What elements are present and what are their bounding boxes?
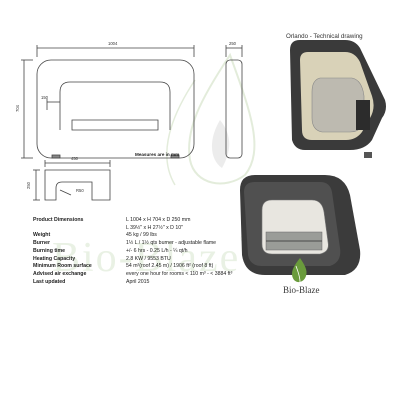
dim-height-label: 704	[15, 105, 20, 112]
last-updated: Last updated April 2015	[33, 279, 150, 285]
leaf-watermark-icon	[166, 52, 256, 186]
dim-depth-label: 250	[229, 41, 236, 46]
dim-inner-label: 150	[41, 95, 48, 100]
drawing-title: Orlando - Technical drawing	[286, 33, 363, 40]
brand-watermark: Bio-Blaze®	[52, 234, 248, 281]
spec-row: L 39½" x H 27½" x D 10"	[126, 224, 183, 231]
dim-radius-label: R50	[76, 188, 84, 193]
brand-leaf-logo	[292, 258, 307, 283]
side-elevation	[225, 45, 243, 159]
dim-base-height-label: 250	[26, 182, 31, 189]
dim-base-width-label: 450	[71, 156, 78, 161]
base-profile	[33, 160, 111, 201]
render-top-view	[290, 40, 386, 158]
measures-note: Measures are in mm	[135, 152, 180, 157]
front-elevation	[21, 45, 195, 159]
dim-width-label: 1004	[108, 41, 118, 46]
render-front-view	[240, 175, 361, 275]
spec-row: Burning time+/- 6 hrs - 0.25 L/h - ¼ qt/…	[33, 247, 188, 254]
brand-name: Bio-Blaze	[283, 285, 320, 295]
